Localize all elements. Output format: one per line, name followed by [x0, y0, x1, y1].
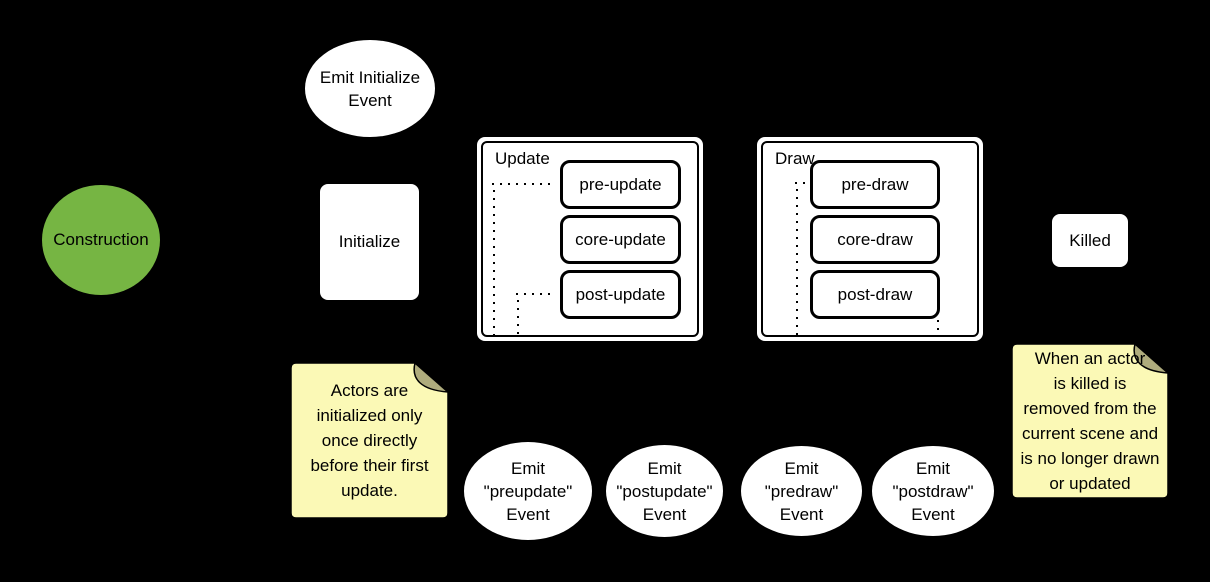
emit-initialize-event-node: Emit Initialize Event [305, 40, 435, 137]
note-line: is no longer drawn [1020, 449, 1160, 468]
sticky-note-initialize-text: Actors are initialized only once directl… [291, 363, 448, 518]
emit-preupdate-line1: Emit [511, 458, 545, 478]
sticky-note-killed: When an actor is killed is removed from … [1011, 343, 1169, 499]
step-pre-update-label: pre-update [579, 174, 662, 194]
killed-node: Killed [1052, 214, 1128, 267]
emit-postdraw-event-node: Emit "postdraw" Event [872, 446, 994, 536]
emit-postupdate-line3: Event [642, 504, 687, 524]
emit-predraw-event-node: Emit "predraw" Event [741, 446, 862, 536]
note-line: before their first [310, 456, 429, 475]
emit-postupdate-line2: "postupdate" [616, 481, 713, 501]
note-line: or updated [1049, 474, 1131, 493]
step-pre-update: pre-update [560, 160, 681, 209]
initialize-label: Initialize [338, 232, 401, 251]
note-line: once directly [321, 431, 418, 450]
note-line: removed from the [1023, 399, 1157, 418]
emit-predraw-line1: Emit [784, 458, 819, 478]
folded-corner-icon [413, 362, 449, 393]
dotted-connector-predraw-h [795, 182, 809, 184]
note-line: is killed is [1053, 374, 1127, 393]
note-line: Actors are [330, 381, 409, 400]
sticky-note-shape [1011, 343, 1169, 499]
sticky-note-body [290, 362, 449, 519]
step-post-draw: post-draw [810, 270, 940, 319]
emit-postdraw-line2: "postdraw" [892, 481, 974, 501]
step-post-draw-label: post-draw [837, 284, 913, 304]
step-core-update-label: core-update [575, 229, 666, 249]
emit-postdraw-line1: Emit [916, 458, 950, 478]
emit-predraw-line2: "predraw" [764, 481, 839, 501]
note-line: initialized only [316, 406, 423, 425]
dotted-connector-preupdate-v [493, 190, 495, 336]
emit-predraw-line3: Event [779, 504, 824, 524]
emit-preupdate-line2: "preupdate" [483, 481, 573, 501]
step-pre-draw-label: pre-draw [841, 174, 909, 194]
step-core-update: core-update [560, 215, 681, 264]
draw-phase-label: Draw [775, 149, 815, 168]
note-line: When an actor [1034, 349, 1146, 368]
sticky-note-initialize: Actors are initialized only once directl… [290, 362, 449, 519]
step-pre-draw: pre-draw [810, 160, 940, 209]
sticky-note-body [1011, 343, 1169, 499]
dotted-connector-predraw-v [796, 189, 798, 336]
update-phase-label: Update [495, 149, 550, 168]
dotted-connector-preupdate-h [492, 183, 556, 185]
note-line: current scene and [1021, 424, 1159, 443]
folded-corner-icon [1133, 343, 1169, 374]
emit-postupdate-event-node: Emit "postupdate" Event [606, 445, 723, 537]
step-post-update: post-update [560, 270, 681, 319]
step-core-draw: core-draw [810, 215, 940, 264]
dotted-connector-postupdate-v [517, 300, 519, 336]
step-post-update-label: post-update [575, 284, 666, 304]
sticky-note-killed-text: When an actor is killed is removed from … [1012, 344, 1168, 498]
dotted-connector-postupdate-h [516, 293, 556, 295]
construction-label: Construction [53, 230, 149, 249]
emit-postupdate-line1: Emit [647, 458, 682, 478]
sticky-note-shape [290, 362, 449, 519]
emit-preupdate-line3: Event [506, 504, 550, 524]
dotted-connector-postdraw-v [937, 320, 939, 336]
step-core-draw-label: core-draw [837, 229, 913, 249]
initialize-node: Initialize [320, 184, 419, 300]
emit-preupdate-event-node: Emit "preupdate" Event [464, 442, 592, 540]
note-line: update. [341, 481, 398, 500]
killed-label: Killed [1069, 230, 1111, 250]
emit-initialize-line2: Event [348, 90, 392, 110]
emit-initialize-line1: Emit Initialize [319, 67, 421, 87]
emit-postdraw-line3: Event [911, 504, 955, 524]
construction-node: Construction [42, 185, 160, 295]
